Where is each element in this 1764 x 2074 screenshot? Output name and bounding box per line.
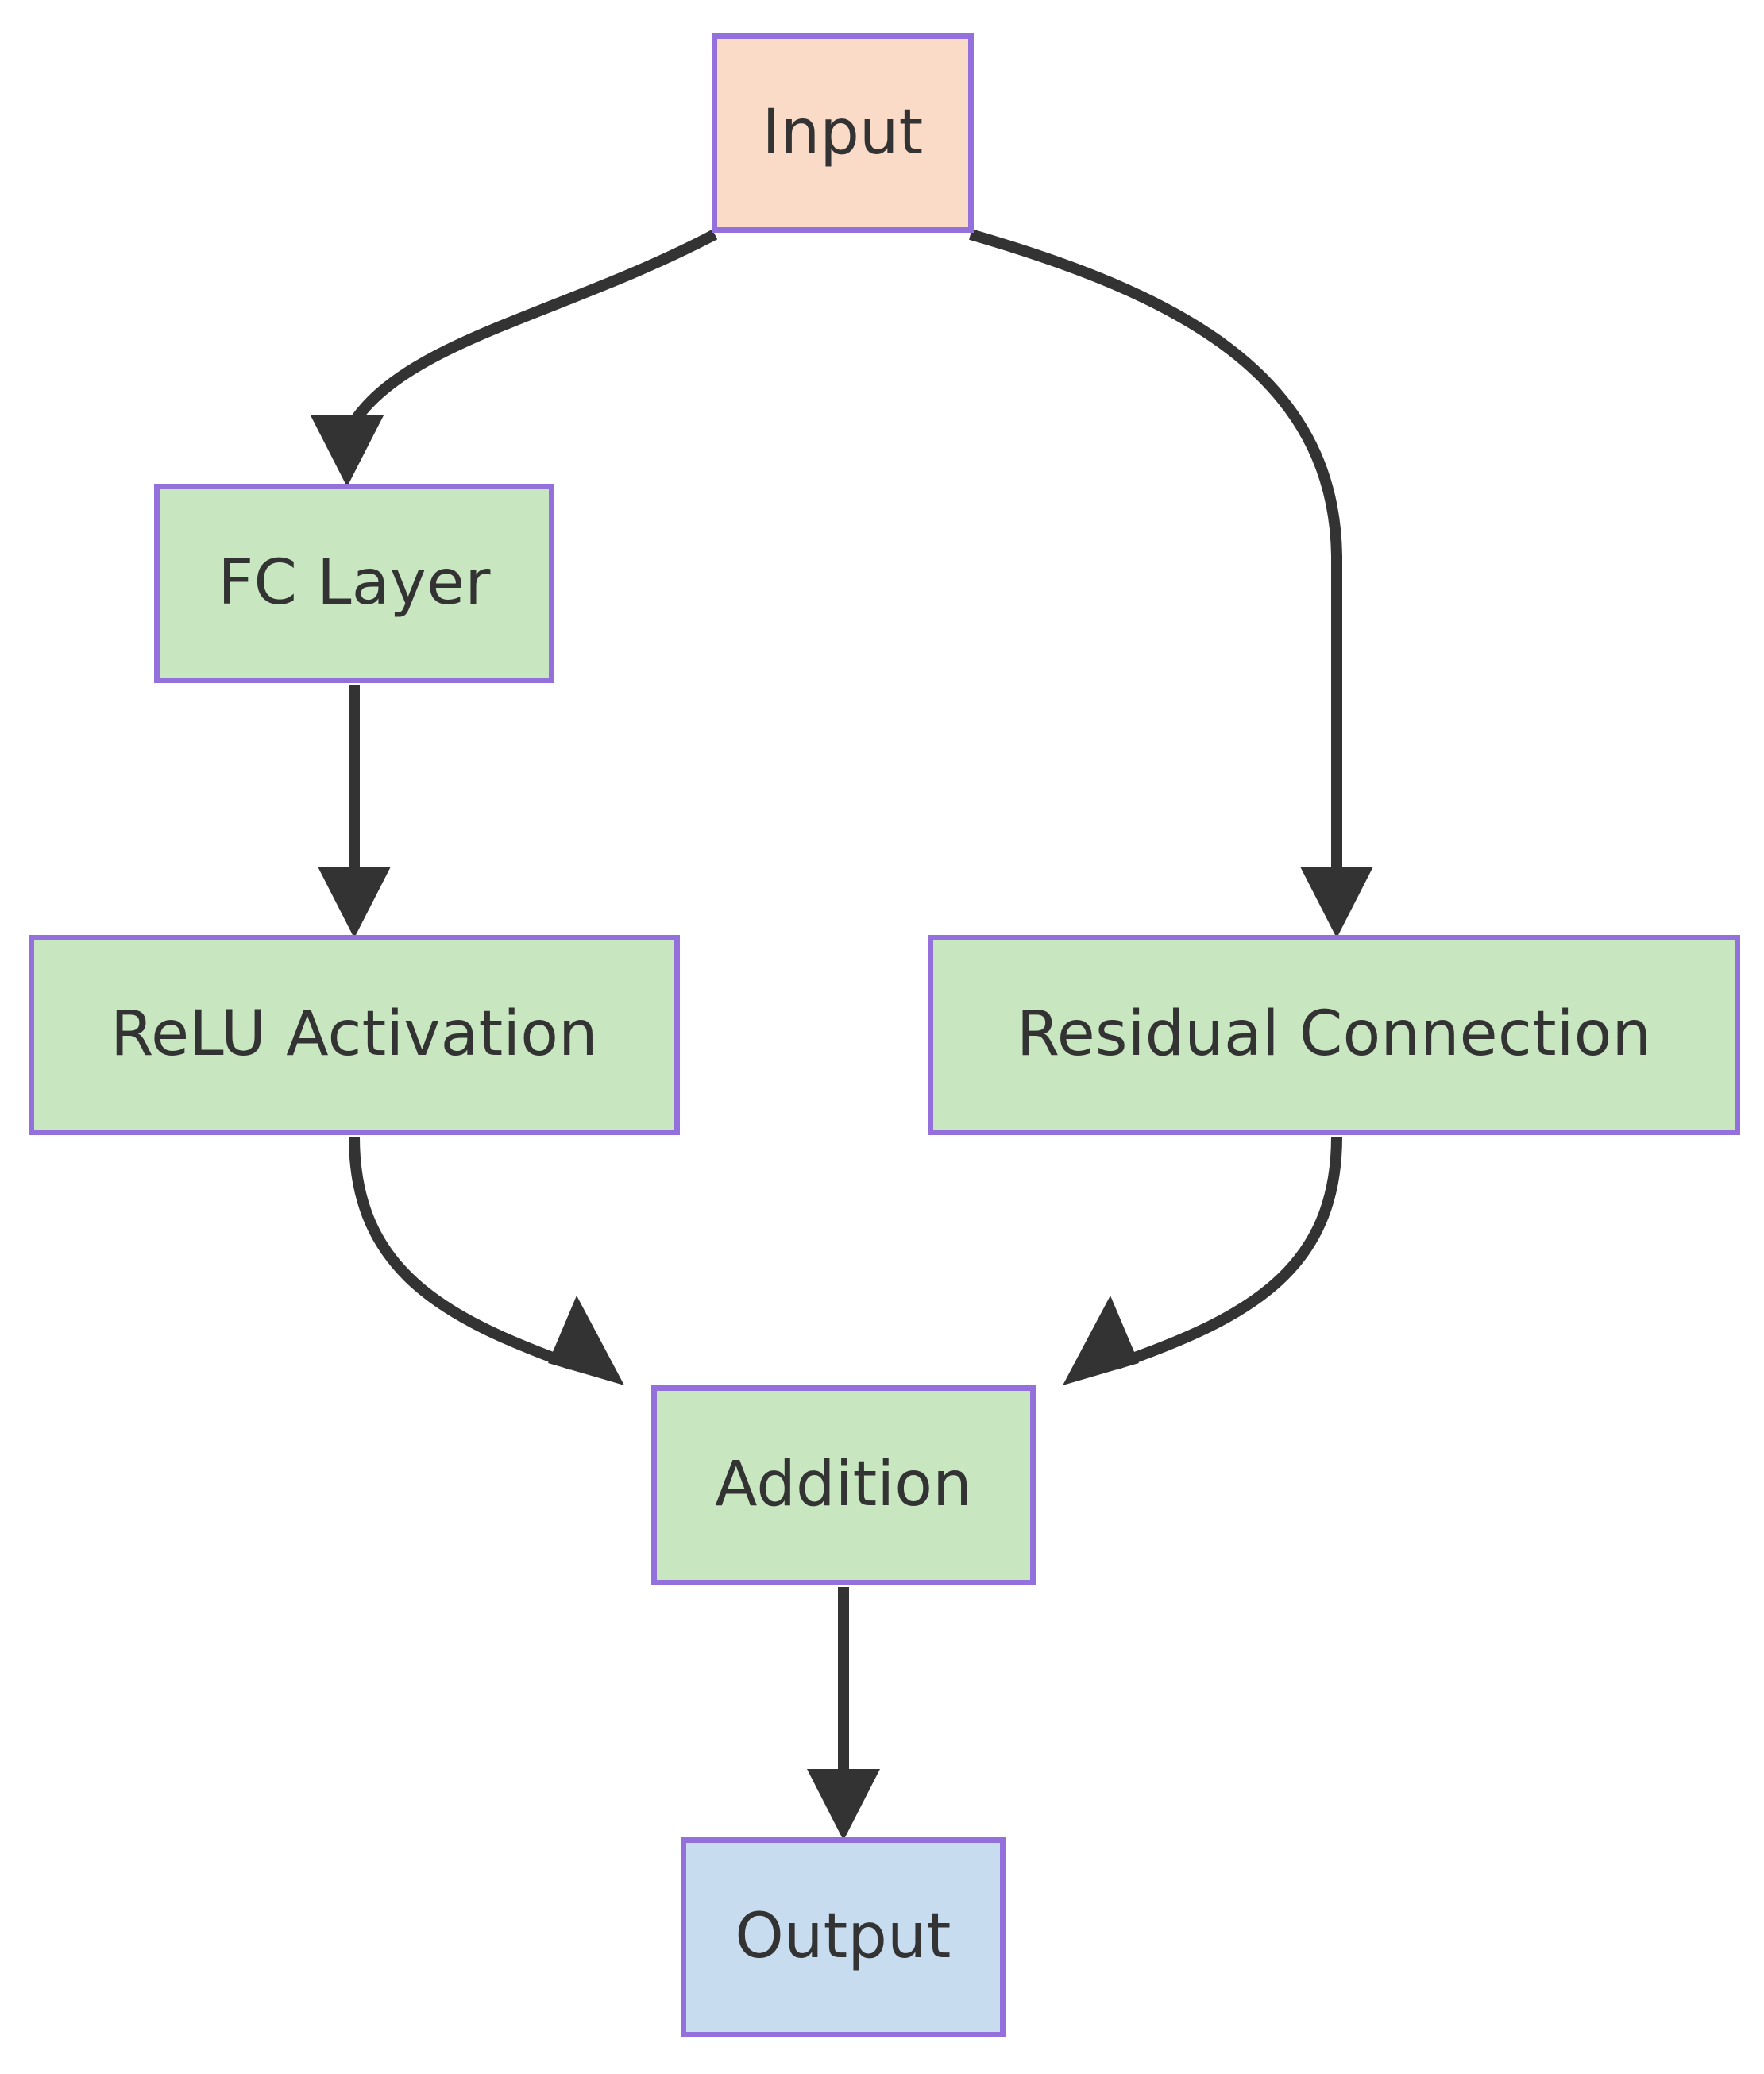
arrowhead-icon [548, 1296, 624, 1385]
edge-residual-to-addition[interactable] [1063, 1136, 1342, 1385]
node-residual-connection-label: Residual Connection [1016, 998, 1652, 1071]
node-relu-activation[interactable]: ReLU Activation [29, 935, 680, 1135]
edge-input-to-residual[interactable] [969, 229, 1373, 938]
arrowhead-icon [311, 415, 384, 487]
node-input[interactable]: Input [712, 33, 974, 233]
arrowhead-icon [318, 867, 391, 938]
arrowhead-icon [1300, 867, 1373, 938]
arrowhead-icon [807, 1769, 880, 1840]
edge-fc-to-relu[interactable] [318, 685, 391, 938]
node-fc-layer-label: FC Layer [218, 547, 491, 619]
edge-addition-to-output[interactable] [807, 1587, 880, 1840]
edge-input-to-fc[interactable] [311, 229, 718, 487]
node-output[interactable]: Output [681, 1837, 1006, 2037]
edge-relu-to-addition[interactable] [349, 1136, 624, 1385]
node-input-label: Input [762, 96, 924, 168]
node-output-label: Output [735, 1901, 951, 1973]
node-relu-activation-label: ReLU Activation [110, 998, 598, 1071]
node-fc-layer[interactable]: FC Layer [154, 484, 554, 683]
node-addition[interactable]: Addition [651, 1385, 1036, 1585]
arrowhead-icon [1063, 1296, 1139, 1385]
node-addition-label: Addition [715, 1449, 972, 1521]
node-residual-connection[interactable]: Residual Connection [928, 935, 1740, 1135]
